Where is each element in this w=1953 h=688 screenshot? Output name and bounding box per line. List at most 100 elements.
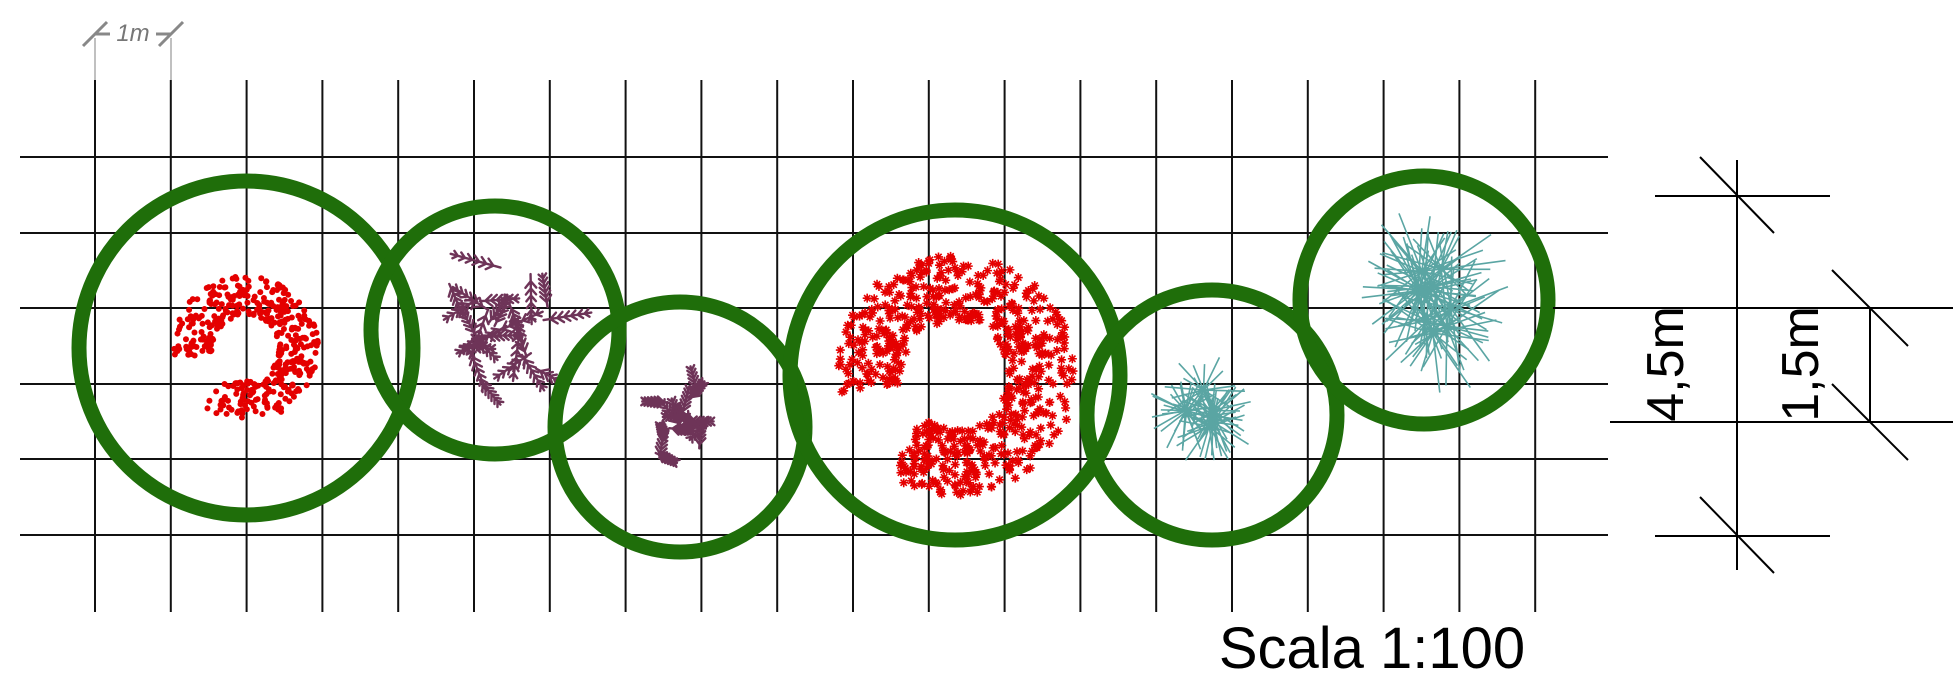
red-mark [204, 405, 211, 412]
red-mark [997, 266, 1007, 276]
red-mark [248, 399, 255, 406]
red-mark [855, 311, 865, 321]
purple-shrub-2 [640, 363, 716, 469]
red-mark [914, 446, 924, 456]
red-mark [973, 279, 983, 289]
red-mark [1034, 384, 1044, 394]
red-mark [953, 447, 963, 457]
red-mark [256, 301, 263, 308]
red-mark [1029, 378, 1039, 388]
red-mark [909, 481, 919, 491]
red-mark [877, 325, 887, 335]
red-mark [1053, 426, 1063, 436]
red-mark [875, 347, 885, 357]
red-mark [1044, 349, 1054, 359]
red-mark [944, 466, 954, 476]
red-mark [273, 306, 280, 313]
red-mark [912, 440, 922, 450]
red-mark [909, 459, 919, 469]
red-mark [1019, 381, 1029, 391]
red-mark [900, 463, 910, 473]
red-mark [266, 388, 273, 395]
red-mark [967, 460, 977, 470]
red-mark [1060, 322, 1070, 332]
red-mark [839, 386, 849, 396]
red-mark [1057, 368, 1067, 378]
red-mark [958, 486, 968, 496]
red-mark [1060, 397, 1070, 407]
red-mark [858, 345, 868, 355]
purple-frond [481, 328, 520, 343]
red-mark [1024, 430, 1034, 440]
red-mark [937, 305, 947, 315]
red-mark [845, 332, 855, 342]
red-mark [1003, 341, 1013, 351]
red-mark [222, 284, 229, 291]
red-mark [234, 386, 241, 393]
red-mark [965, 292, 975, 302]
red-mark [989, 418, 999, 428]
red-mark [1020, 406, 1030, 416]
red-mark [1043, 316, 1053, 326]
red-mark [1027, 305, 1037, 315]
canopy-ring [363, 198, 627, 462]
red-mark [934, 260, 944, 270]
red-mark [312, 349, 319, 356]
red-mark [939, 313, 949, 323]
red-mark [235, 380, 242, 387]
red-mark [216, 292, 223, 299]
red-mark [1025, 427, 1035, 437]
red-mark [880, 300, 890, 310]
red-mark [887, 305, 897, 315]
red-mark [1052, 320, 1062, 330]
red-mark [1017, 347, 1027, 357]
red-mark [1036, 366, 1046, 376]
red-mark [936, 268, 946, 278]
red-mark [892, 342, 902, 352]
red-mark [869, 294, 879, 304]
red-mark [201, 343, 208, 350]
red-mark [853, 335, 863, 345]
red-mark [276, 321, 283, 328]
red-mark [308, 342, 315, 349]
red-mark [974, 482, 984, 492]
red-mark [254, 306, 261, 313]
red-mark [223, 410, 230, 417]
red-mark [1052, 346, 1062, 355]
red-mark [225, 397, 232, 404]
red-mark [916, 322, 926, 332]
red-mark [1059, 338, 1069, 348]
teal-spikes [1381, 231, 1506, 328]
red-mark [206, 397, 213, 404]
red-mark [1047, 411, 1057, 421]
red-mark [898, 275, 908, 285]
canopy-ring [1292, 168, 1556, 432]
red-mark [962, 448, 972, 458]
red-mark [906, 317, 916, 327]
red-mark [1044, 360, 1054, 370]
red-mark [875, 360, 885, 370]
red-mark [922, 427, 932, 437]
red-mark [855, 383, 865, 393]
red-mark [988, 443, 998, 453]
red-mark [936, 311, 946, 321]
red-mark [917, 478, 927, 488]
red-mark [857, 310, 867, 320]
red-mark [949, 441, 959, 451]
red-mark [280, 384, 287, 391]
red-mark [925, 419, 935, 429]
red-mark [835, 359, 845, 369]
red-mark [191, 314, 198, 321]
red-mark [902, 300, 912, 310]
red-mark [849, 340, 859, 350]
red-mark [909, 314, 919, 324]
red-mark [946, 254, 956, 264]
red-mark [217, 401, 224, 408]
red-mark [915, 314, 925, 324]
red-mark [1017, 357, 1027, 367]
red-mark [176, 316, 183, 323]
red-mark [910, 434, 920, 444]
red-mark [978, 440, 988, 450]
red-mark [942, 476, 952, 486]
red-mark [270, 286, 277, 293]
